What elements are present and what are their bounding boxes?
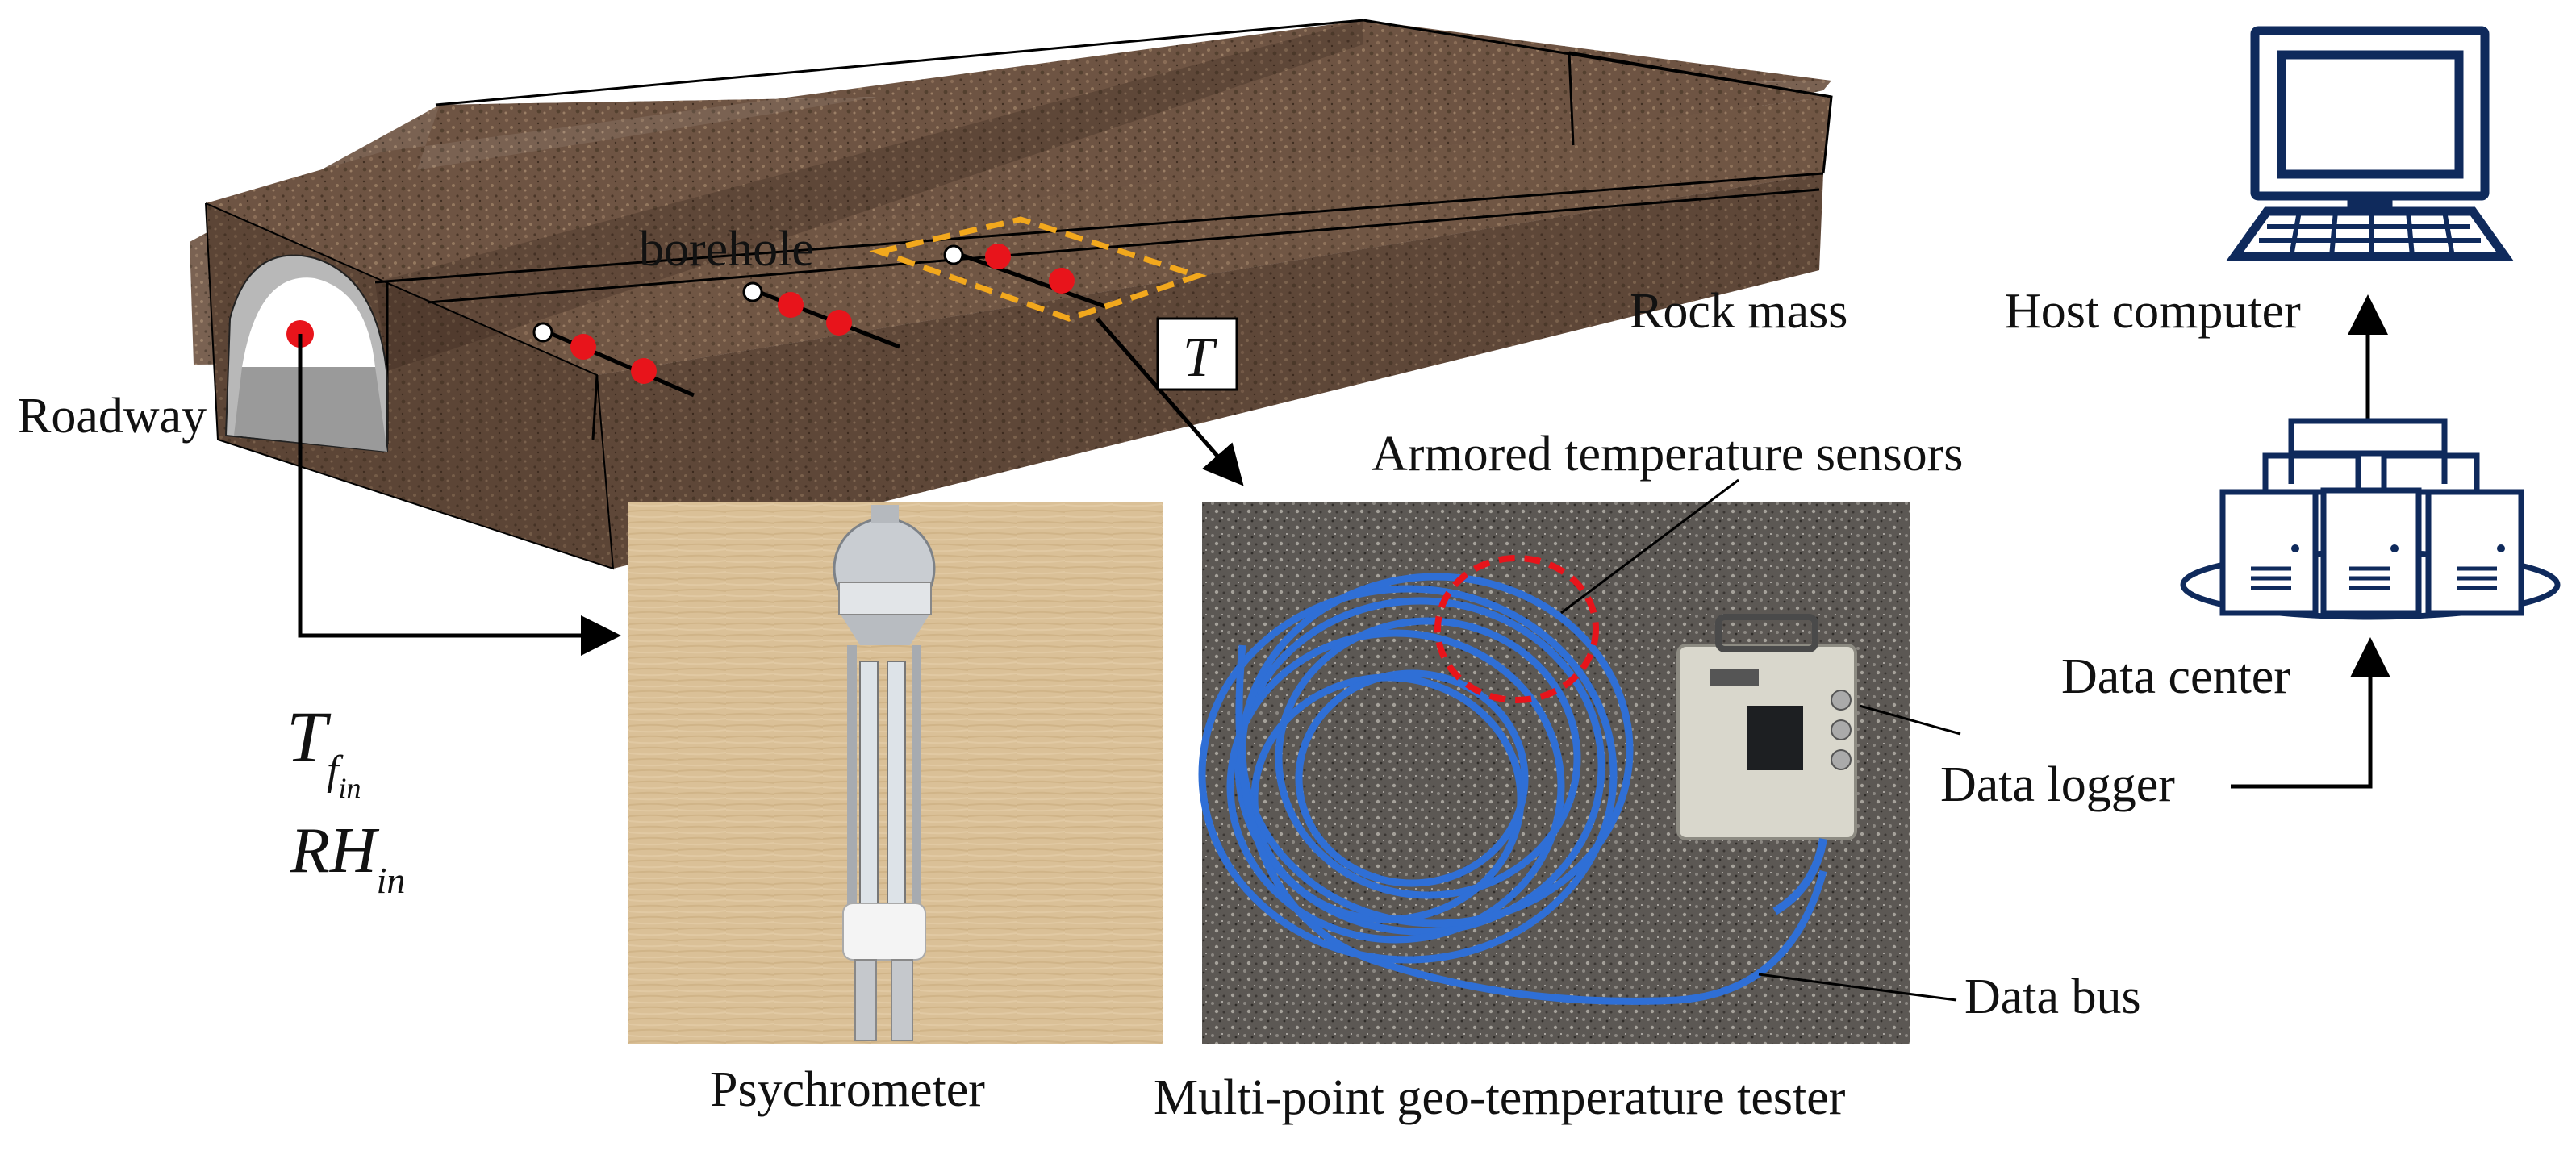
leader-sensors: [1560, 478, 1739, 615]
sensor-dot: [826, 310, 852, 336]
armored-sensors-label: Armored temperature sensors: [1372, 427, 1964, 482]
tester-label: Multi-point geo-temperature tester: [1154, 1070, 1846, 1125]
leader-logger: [1859, 704, 1961, 736]
sensor-dot: [778, 292, 804, 318]
data-center-icon: [2180, 418, 2561, 620]
sensor-highlight-ellipse: [1434, 555, 1599, 703]
borehole-3: [943, 244, 1106, 309]
roadway-label: Roadway: [18, 389, 207, 444]
data-bus-label: Data bus: [1964, 969, 2141, 1024]
host-computer-icon: [2226, 26, 2514, 261]
leader-bus: [1758, 973, 1957, 1002]
borehole-1: [532, 322, 695, 398]
borehole-highlight-box: [869, 216, 1208, 322]
tf-sub: f: [327, 748, 339, 794]
borehole-opening-icon: [742, 281, 763, 302]
connector-logger-to-center: [2231, 637, 2390, 789]
arrow-to-tester: [1096, 317, 1244, 486]
rock-mass-block: [190, 19, 1833, 570]
borehole-opening-icon: [943, 244, 964, 265]
arrow-to-psychrometer: [298, 334, 621, 656]
sensor-dot: [985, 244, 1011, 269]
rock-top-face: [206, 20, 1831, 282]
t-label-box: [1156, 317, 1238, 391]
roadway-tunnel: [224, 254, 388, 453]
tester-photo: [1198, 502, 1910, 1044]
data-center-label: Data center: [2061, 649, 2290, 704]
rh-in-symbol: RHin: [290, 819, 405, 899]
tf-subsub: in: [338, 772, 361, 804]
rock-step-riser: [375, 20, 1363, 371]
psychrometer-photo: [628, 502, 1163, 1044]
rh-main: RH: [290, 815, 377, 886]
sensor-dot: [1049, 268, 1075, 294]
host-computer-label: Host computer: [2005, 284, 2301, 339]
tf-main: T: [286, 698, 328, 778]
data-logger-label: Data logger: [1940, 757, 2175, 812]
sensor-dot: [631, 358, 657, 384]
borehole-opening-icon: [532, 322, 553, 343]
sensor-dot: [570, 334, 596, 360]
t-label: T: [1183, 327, 1214, 389]
tf-in-symbol: Tfin: [286, 702, 361, 803]
borehole-label: borehole: [639, 222, 814, 277]
rh-sub: in: [376, 860, 406, 901]
borehole-2: [742, 281, 900, 349]
psychrometer-label: Psychrometer: [710, 1062, 985, 1117]
rock-mass-label: Rock mass: [1630, 284, 1848, 339]
